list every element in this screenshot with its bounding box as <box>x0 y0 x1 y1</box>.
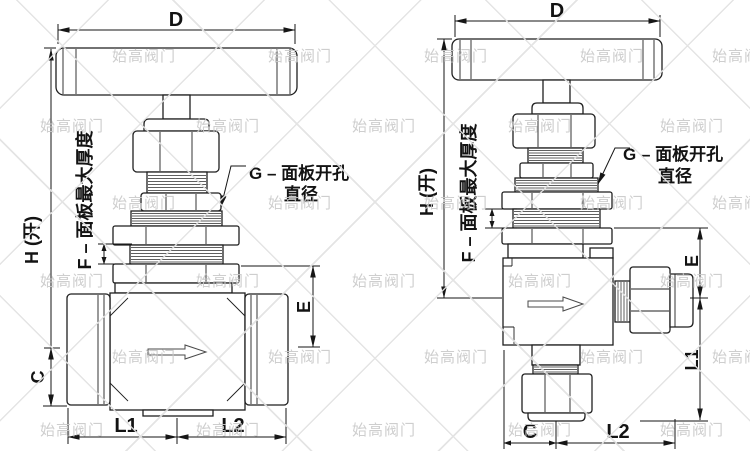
left-dim-E-label: E <box>294 301 314 313</box>
right-dim-C-label: C <box>523 421 537 443</box>
left-valve-panel-thread-upper <box>130 210 223 227</box>
right-dim-H-label: H (开) <box>417 168 437 216</box>
right-valve-bottom-port <box>521 364 593 422</box>
right-dim-L2-label: L2 <box>606 421 629 443</box>
right-valve-body <box>502 243 614 366</box>
left-valve-stem <box>143 94 210 132</box>
right-valve-stem <box>531 79 584 115</box>
right-dim-D: D <box>454 0 661 37</box>
right-dim-F-label: F – 面板最大厚度 <box>458 123 479 263</box>
left-valve-packing-nut <box>132 130 220 173</box>
right-label-G-line2: 直径 <box>658 166 692 186</box>
left-dim-L1-label: L1 <box>114 415 137 437</box>
right-dim-L1-label: L1 <box>682 349 702 370</box>
left-dim-C: C <box>28 347 60 407</box>
right-dim-E-label: E <box>682 255 702 267</box>
left-valve-body <box>66 282 289 417</box>
left-valve-panel-nut-upper <box>112 225 240 246</box>
left-valve-panel-thread-lower <box>129 244 224 265</box>
right-valve: D H (开) F – 面板最大厚度 G – 面板开孔 直径 E <box>417 0 723 449</box>
left-label-G-line2: 直径 <box>284 184 318 204</box>
left-valve-upper-thread <box>146 171 208 194</box>
right-valve-panel-thread-upper <box>514 177 599 193</box>
left-dim-H-label: H (开) <box>22 216 42 264</box>
right-valve-handle <box>451 38 663 81</box>
left-dim-F: F – 面板最大厚度 <box>74 130 132 270</box>
left-dim-D: D <box>57 9 296 44</box>
right-valve-packing-nut <box>512 113 596 149</box>
left-dim-C-label: C <box>28 371 48 384</box>
right-label-G-line1: G – 面板开孔 <box>623 144 723 164</box>
right-valve-side-port <box>614 266 694 334</box>
left-label-G: G – 面板开孔 直径 <box>220 163 349 208</box>
left-dim-H: H (开) <box>22 47 67 407</box>
left-dim-L2-label: L2 <box>221 415 244 437</box>
left-dim-F-label: F – 面板最大厚度 <box>74 130 95 270</box>
right-label-G: G – 面板开孔 直径 <box>597 144 723 186</box>
left-valve-panel-nut-lower <box>112 263 240 284</box>
left-valve: D H (开) C F – 面板最大厚度 G – 面板开孔 直径 <box>22 9 349 444</box>
right-valve-panel-nut-lower <box>501 227 613 245</box>
left-dim-D-label: D <box>169 9 183 31</box>
right-dim-D-label: D <box>550 0 564 22</box>
left-valve-collar <box>140 192 222 212</box>
right-valve-collar <box>519 162 594 179</box>
left-valve-handle <box>55 47 298 96</box>
right-valve-panel-nut-upper <box>501 191 613 210</box>
right-valve-upper-thread <box>527 147 584 164</box>
right-valve-panel-thread-lower <box>512 208 601 229</box>
left-label-G-line1: G – 面板开孔 <box>249 163 349 183</box>
